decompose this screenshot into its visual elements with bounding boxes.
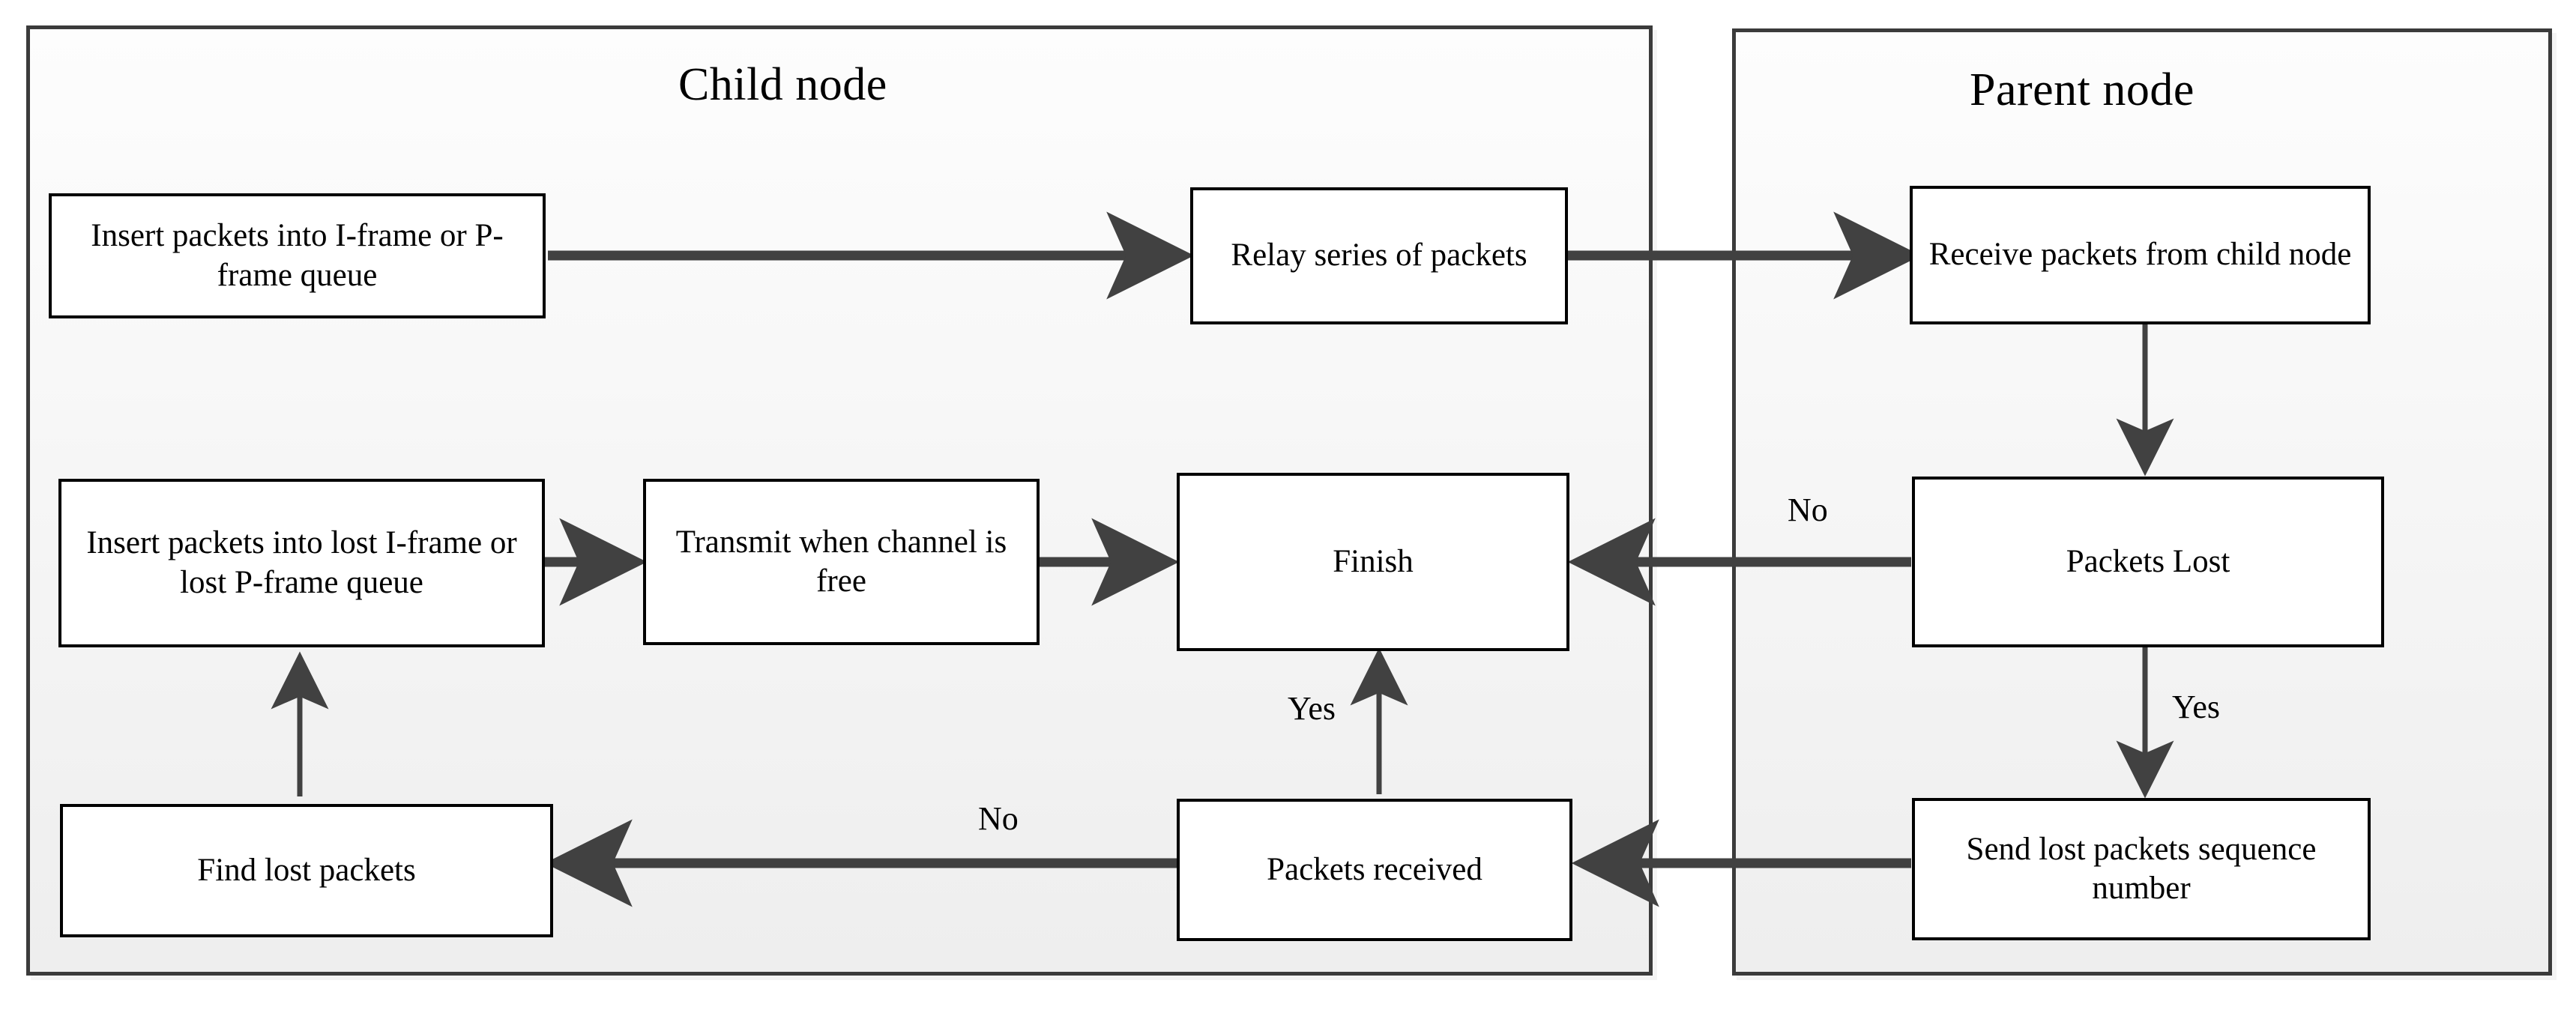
panel-title-parent: Parent node: [1970, 64, 2195, 115]
node-find-lost-packets[interactable]: Find lost packets: [60, 804, 553, 937]
node-insert-queue[interactable]: Insert packets into I-frame or P-frame q…: [49, 193, 546, 318]
edge-label-packets-received-no: No: [978, 800, 1019, 837]
node-transmit-when-free[interactable]: Transmit when channel is free: [643, 479, 1040, 645]
edge-label-packets-received-yes: Yes: [1288, 690, 1336, 727]
node-packets-lost[interactable]: Packets Lost: [1912, 477, 2384, 647]
panel-title-child: Child node: [678, 59, 887, 110]
node-packets-received[interactable]: Packets received: [1177, 799, 1572, 941]
edge-label-packets-lost-yes: Yes: [2172, 689, 2221, 725]
edge-label-packets-lost-no: No: [1788, 492, 1828, 528]
node-send-lost-sequence[interactable]: Send lost packets sequence number: [1912, 798, 2371, 940]
node-finish[interactable]: Finish: [1177, 473, 1569, 651]
node-receive-packets[interactable]: Receive packets from child node: [1910, 186, 2371, 324]
node-insert-lost-queue[interactable]: Insert packets into lost I-frame or lost…: [58, 479, 545, 647]
node-relay-packets[interactable]: Relay series of packets: [1190, 187, 1568, 324]
